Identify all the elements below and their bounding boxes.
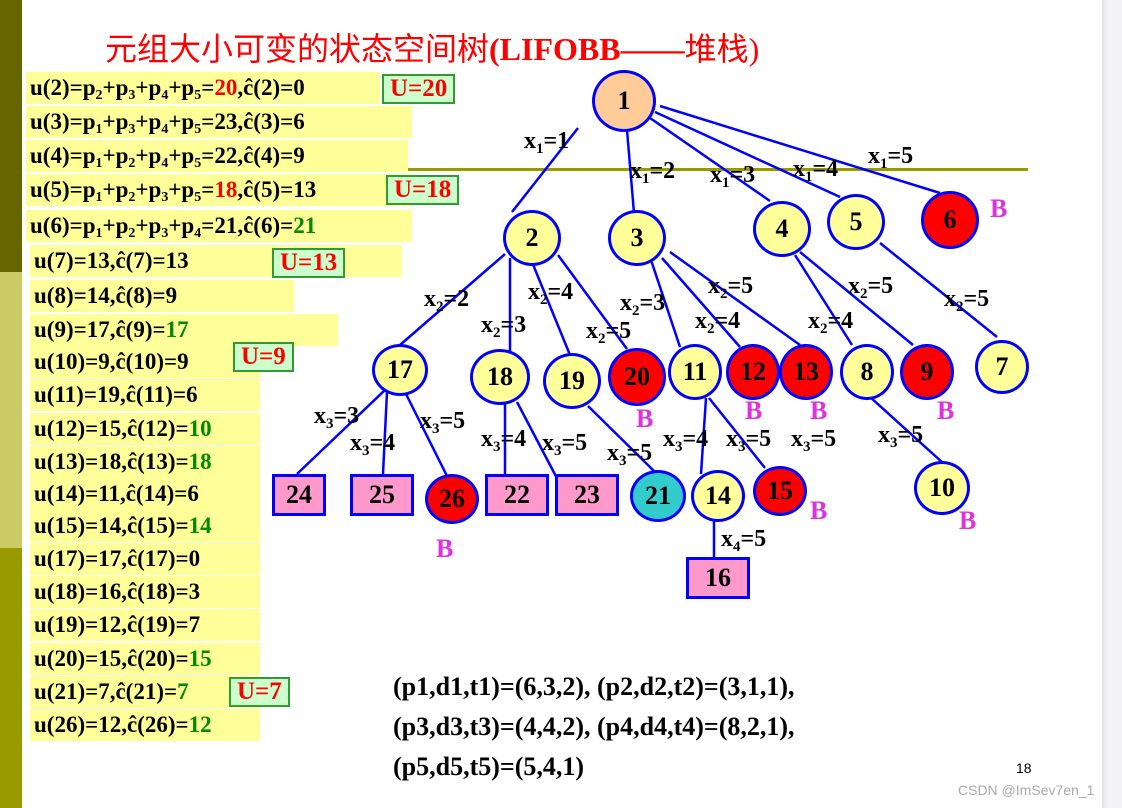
tree-node-10: 10 bbox=[914, 461, 970, 515]
watermark: CSDN @ImSev7en_1 bbox=[958, 782, 1095, 798]
bound-row-u19: u(19)=12,ĉ(19)=7 bbox=[30, 609, 260, 641]
bound-row-u4: u(4)=p1+p2+p4+p5=22,ĉ(4)=9 bbox=[26, 140, 408, 172]
bound-row-u3: u(3)=p1+p3+p4+p5=23,ĉ(3)=6 bbox=[26, 106, 412, 138]
bound-mark-15: B bbox=[810, 496, 828, 525]
tree-leaf-23: 23 bbox=[555, 474, 619, 516]
tree-node-21-answer: 21 bbox=[630, 470, 686, 522]
divider-line bbox=[400, 168, 1028, 171]
bound-row-u9: u(9)=17,ĉ(9)=17 bbox=[30, 314, 338, 346]
upper-bound-u9: U=9 bbox=[233, 342, 294, 372]
bound-mark-6: B bbox=[990, 194, 1008, 223]
edge-label-x1-1: x1=1 bbox=[524, 128, 570, 157]
edge-label-x3-5f: x3=5 bbox=[878, 422, 924, 451]
bound-row-u11: u(11)=19,ĉ(11)=6 bbox=[30, 379, 260, 411]
edge-label-x2-4b: x2=4 bbox=[695, 308, 741, 337]
tree-node-2: 2 bbox=[503, 210, 561, 266]
edge-label-x3-5: x3=5 bbox=[420, 408, 466, 437]
edge-label-x2-5d: x2=5 bbox=[944, 286, 990, 315]
edge-label-x2-2: x2=2 bbox=[424, 286, 470, 315]
tree-node-13: 13 bbox=[779, 344, 833, 400]
edge-label-x2-5c: x2=5 bbox=[848, 273, 894, 302]
upper-bound-u18: U=18 bbox=[386, 175, 460, 205]
edge-label-x2-3b: x2=3 bbox=[620, 290, 666, 319]
upper-bound-u7: U=7 bbox=[229, 677, 290, 707]
tree-node-5: 5 bbox=[827, 194, 885, 250]
bound-row-u6: u(6)=p1+p2+p3+p4=21,ĉ(6)=21 bbox=[26, 210, 412, 242]
bound-mark-20: B bbox=[636, 404, 654, 433]
tree-node-9: 9 bbox=[900, 344, 954, 400]
bound-row-u10: u(10)=9,ĉ(10)=9 bbox=[30, 346, 260, 378]
page-number: 18 bbox=[1016, 760, 1032, 776]
tree-node-15: 15 bbox=[753, 466, 807, 516]
tree-leaf-22: 22 bbox=[485, 474, 549, 516]
side-bar-top bbox=[0, 0, 22, 272]
tree-node-6: 6 bbox=[921, 191, 979, 249]
bound-mark-13: B bbox=[810, 396, 828, 425]
params-line-2: (p3,d3,t3)=(4,4,2), (p4,d4,t4)=(8,2,1), bbox=[393, 712, 795, 741]
edge-label-x3-5e: x3=5 bbox=[791, 426, 837, 455]
tree-node-26: 26 bbox=[425, 474, 479, 524]
edge-label-x3-5d: x3=5 bbox=[726, 426, 772, 455]
edge-label-x2-4c: x2=4 bbox=[808, 308, 854, 337]
upper-bound-u13: U=13 bbox=[272, 248, 346, 278]
params-line-3: (p5,d5,t5)=(5,4,1) bbox=[393, 752, 585, 781]
bound-row-u14: u(14)=11,ĉ(14)=6 bbox=[30, 478, 260, 510]
tree-node-12: 12 bbox=[726, 344, 780, 400]
right-scroll-strip bbox=[1102, 0, 1122, 808]
tree-node-3: 3 bbox=[608, 210, 666, 266]
bound-row-u13: u(13)=18,ĉ(13)=18 bbox=[30, 446, 260, 478]
tree-leaf-24: 24 bbox=[272, 474, 326, 516]
edge-label-x1-3: x1=3 bbox=[710, 162, 756, 191]
bound-row-u18: u(18)=16,ĉ(18)=3 bbox=[30, 576, 260, 608]
tree-node-14: 14 bbox=[691, 470, 745, 522]
bound-row-u12: u(12)=15,ĉ(12)=10 bbox=[30, 413, 260, 445]
tree-leaf-25: 25 bbox=[350, 474, 414, 516]
side-bar-bottom bbox=[0, 548, 22, 808]
tree-node-19: 19 bbox=[543, 353, 601, 409]
tree-node-17: 17 bbox=[372, 344, 428, 396]
tree-node-18: 18 bbox=[470, 349, 530, 405]
bound-row-u26: u(26)=12,ĉ(26)=12 bbox=[30, 709, 260, 741]
edge-label-x1-4: x1=4 bbox=[793, 156, 839, 185]
tree-node-8: 8 bbox=[840, 344, 894, 400]
tree-node-20: 20 bbox=[608, 348, 666, 406]
edge-label-x4-5: x4=5 bbox=[721, 526, 767, 555]
edge-label-x3-4c: x3=4 bbox=[663, 426, 709, 455]
bound-row-u15: u(15)=14,ĉ(15)=14 bbox=[30, 510, 260, 542]
bound-row-u21: u(21)=7,ĉ(21)=7 bbox=[30, 676, 260, 708]
params-line-1: (p1,d1,t1)=(6,3,2), (p2,d2,t2)=(3,1,1), bbox=[393, 672, 795, 701]
tree-node-7: 7 bbox=[975, 340, 1029, 394]
bound-mark-12: B bbox=[745, 396, 763, 425]
edge-label-x3-5b: x3=5 bbox=[542, 430, 588, 459]
edge-label-x2-4: x2=4 bbox=[528, 279, 574, 308]
bound-mark-10: B bbox=[959, 506, 977, 535]
bound-row-u2: u(2)=p2+p3+p4+p5=20,ĉ(2)=0 bbox=[26, 72, 380, 104]
bound-mark-26: B bbox=[436, 534, 454, 563]
edge-label-x2-5: x2=5 bbox=[586, 318, 632, 347]
edge-label-x2-5b: x2=5 bbox=[708, 273, 754, 302]
edge-label-x2-3: x2=3 bbox=[481, 312, 527, 341]
slide-title: 元组大小可变的状态空间树(LIFOBB——堆栈) bbox=[105, 31, 760, 67]
bound-row-u5: u(5)=p1+p2+p3+p5=18,ĉ(5)=13 bbox=[26, 174, 412, 206]
edge-label-x1-2: x1=2 bbox=[630, 158, 676, 187]
bound-mark-9: B bbox=[937, 396, 955, 425]
edge-label-x3-3: x3=3 bbox=[314, 403, 360, 432]
bound-row-u8: u(8)=14,ĉ(8)=9 bbox=[30, 280, 294, 312]
upper-bound-u20: U=20 bbox=[382, 74, 456, 104]
bound-row-u20: u(20)=15,ĉ(20)=15 bbox=[30, 643, 260, 675]
tree-node-11: 11 bbox=[668, 344, 722, 400]
tree-node-4: 4 bbox=[753, 201, 811, 257]
tree-leaf-16: 16 bbox=[686, 557, 750, 599]
side-bar-middle bbox=[0, 272, 22, 548]
edge-label-x3-5c: x3=5 bbox=[607, 440, 653, 469]
tree-node-1: 1 bbox=[592, 70, 656, 132]
edge-label-x1-5: x1=5 bbox=[868, 143, 914, 172]
bound-row-u17: u(17)=17,ĉ(17)=0 bbox=[30, 543, 260, 575]
edge-label-x3-4b: x3=4 bbox=[481, 426, 527, 455]
edge-label-x3-4: x3=4 bbox=[350, 430, 396, 459]
